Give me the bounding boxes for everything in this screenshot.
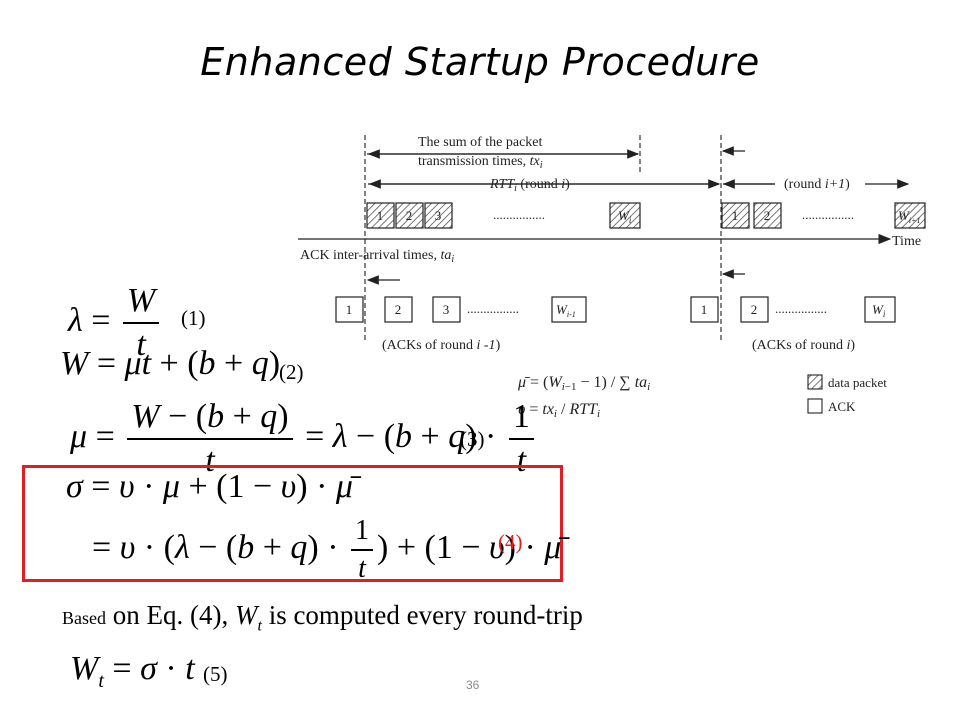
- ack-cur-2: 2: [751, 302, 758, 317]
- ack-interarrival-label: ACK inter-arrival times, tai: [300, 248, 454, 265]
- rtt-label: RTTi (round i): [489, 177, 570, 194]
- highlight-box: [22, 465, 563, 582]
- data-packet-2: 2: [406, 208, 413, 223]
- time-label: Time: [892, 234, 921, 249]
- caption-var: W: [234, 600, 258, 630]
- data-packet-3: 3: [435, 208, 442, 223]
- equation-4-line-1: σ = υ · μ + (1 − υ) · μ̄: [66, 468, 353, 505]
- data-packet-next-2: 2: [764, 208, 771, 223]
- legend: data packet ACK: [807, 374, 887, 414]
- equation-5: Wt = σ · t: [70, 650, 195, 692]
- data-packet-1: 1: [377, 208, 384, 223]
- sum-label-line2: transmission times, txi: [418, 154, 543, 171]
- acks-cur-label: (ACKs of round i): [752, 338, 855, 353]
- caption-small: Based: [62, 608, 106, 628]
- equation-2: W = μt + (b + q): [60, 345, 281, 382]
- dots-next: ................: [802, 207, 854, 222]
- slide-title: Enhanced Startup Procedure: [200, 40, 760, 84]
- ack-3: 3: [443, 302, 450, 317]
- ack-cur-1: 1: [701, 302, 708, 317]
- equation-4-number: (4): [498, 530, 523, 554]
- equation-5-number: (5): [203, 662, 228, 686]
- data-packets-round-i: 1 2 3 ................ Wi: [366, 202, 641, 229]
- caption-sub: t: [257, 617, 262, 635]
- caption-rest: is computed every round-trip: [261, 600, 583, 630]
- timing-diagram: The sum of the packet transmission times…: [298, 135, 926, 420]
- page-number: 36: [466, 678, 480, 692]
- ack-1: 1: [346, 302, 353, 317]
- ack-wi-1: Wi-1: [556, 302, 576, 319]
- ack-packets-prev: 1 2 3 ................ Wi-1: [335, 296, 587, 323]
- data-packets-round-next: 1 2 ................ Wi+1: [721, 202, 926, 229]
- acks-prev-label: (ACKs of round i -1): [382, 338, 501, 353]
- equation-3-number: (3): [460, 427, 485, 451]
- round-next-label: (round i+1): [784, 177, 850, 192]
- equation-2-number: (2): [279, 360, 304, 384]
- ack-packets-cur: 1 2 ................ Wi: [690, 296, 896, 323]
- ack-cur-wi: Wi: [872, 302, 886, 319]
- caption-main: on Eq. (4),: [106, 600, 235, 630]
- data-packet-next-1: 1: [732, 208, 739, 223]
- data-packet-wi: Wi: [618, 208, 632, 225]
- dots: ................: [493, 207, 545, 222]
- mu-equation: μ̄ = (Wi−1 − 1) / ∑ tai: [517, 374, 650, 393]
- sum-label-line1: The sum of the packet: [418, 135, 543, 150]
- legend-data-packet: data packet: [828, 375, 887, 390]
- ack-2: 2: [395, 302, 402, 317]
- equation-1-number: (1): [181, 306, 206, 330]
- legend-ack: ACK: [828, 399, 856, 414]
- upsilon-equation: υ = txi / RTTi: [518, 401, 600, 420]
- caption: Based on Eq. (4), Wt is computed every r…: [62, 600, 583, 635]
- dots-ack-cur: ................: [775, 301, 827, 316]
- data-packet-wi1: Wi+1: [898, 208, 920, 225]
- dots-ack-prev: ................: [467, 301, 519, 316]
